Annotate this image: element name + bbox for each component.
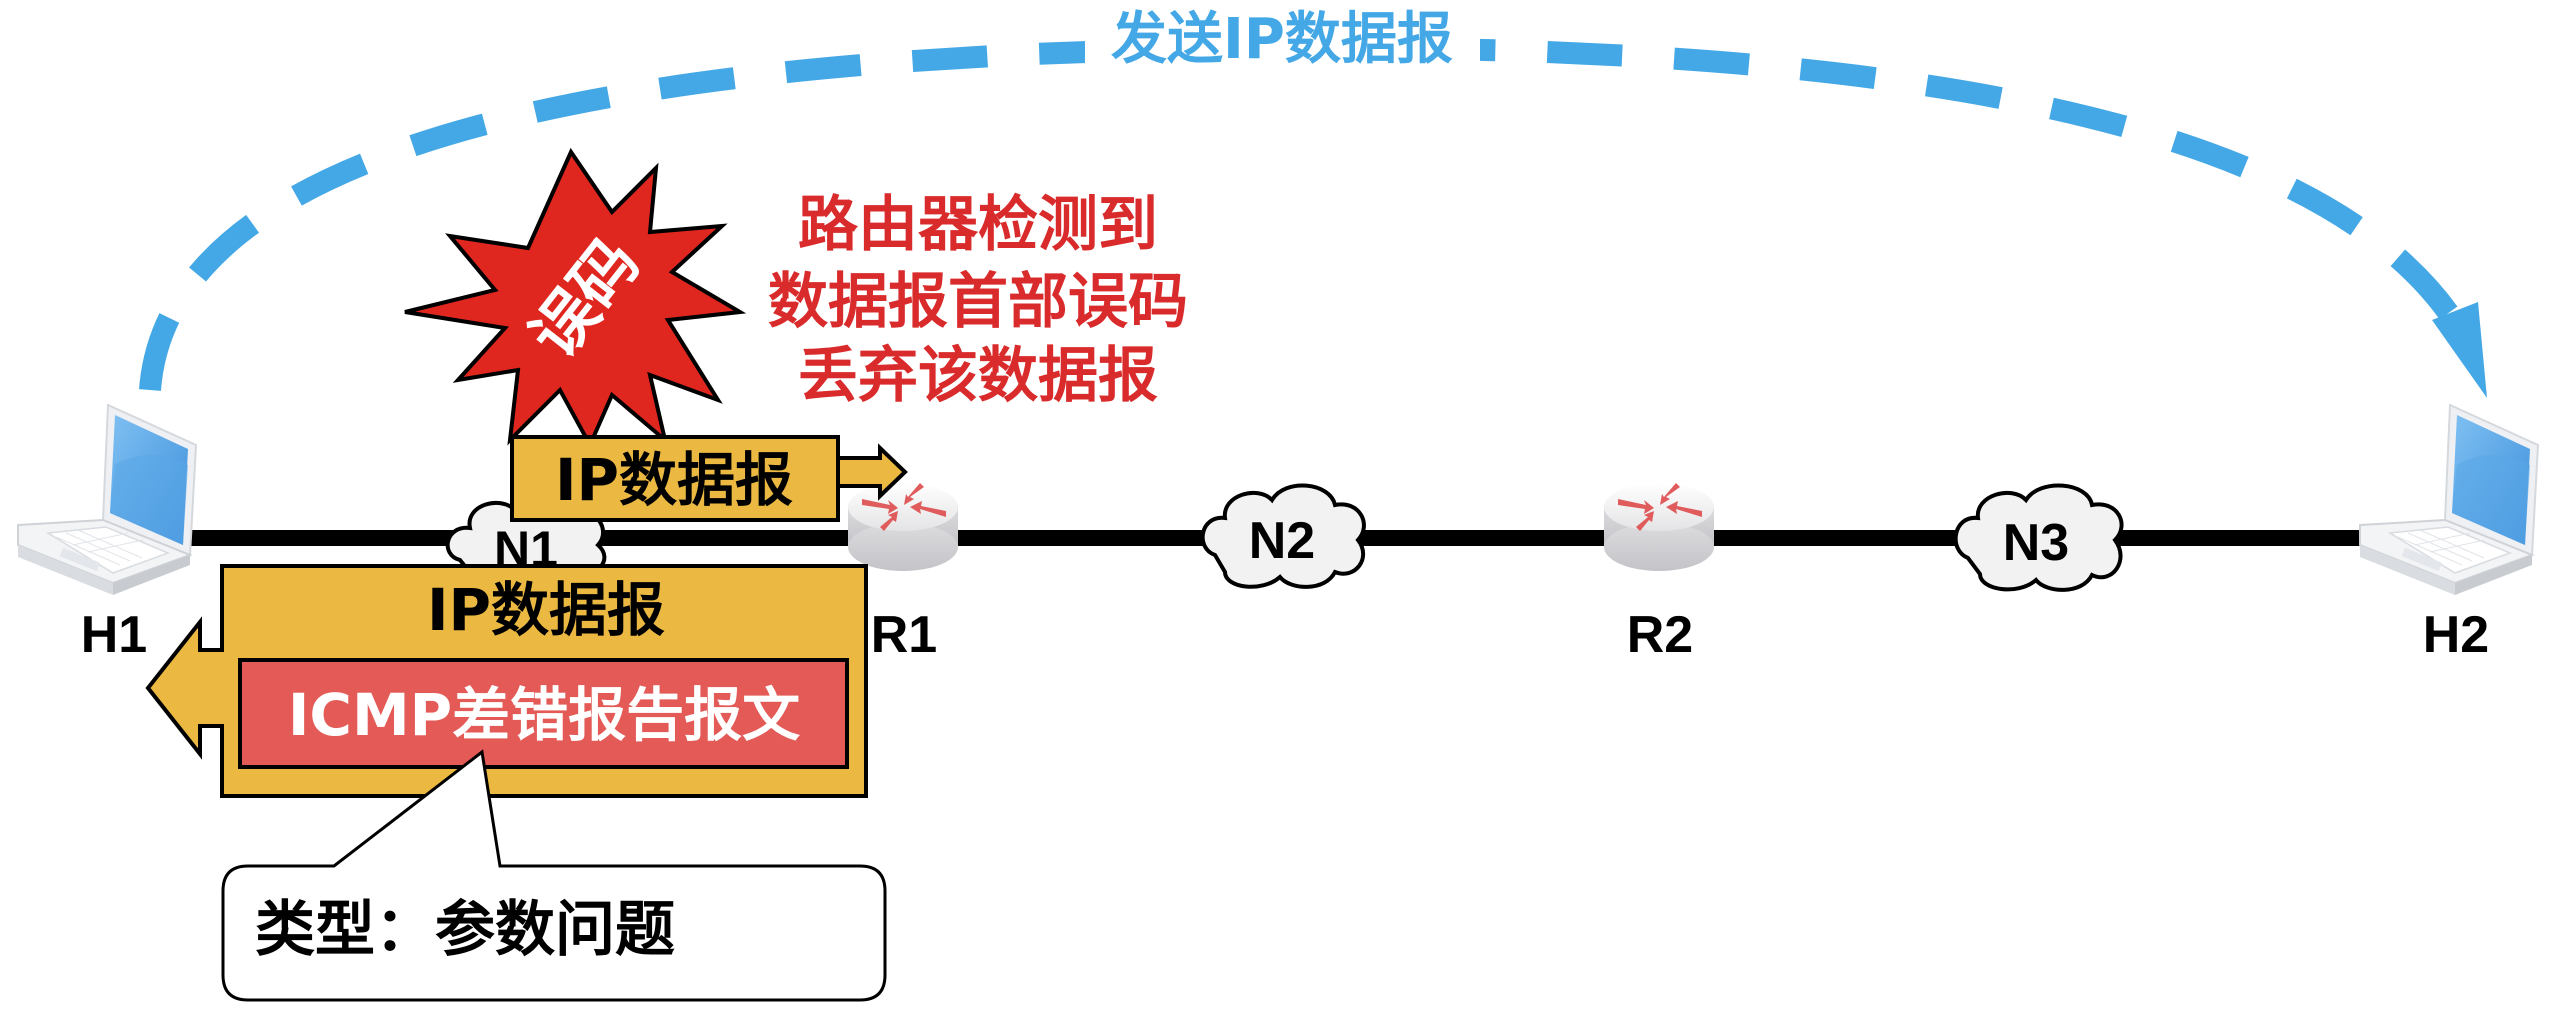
- icmp-message-label: ICMP差错报告报文: [288, 681, 800, 749]
- right-arrow-icon: [834, 443, 908, 501]
- n2-label: N2: [1249, 512, 1315, 570]
- laptop-icon: [2359, 404, 2539, 596]
- h2-label: H2: [2423, 606, 2489, 664]
- return-ip-datagram: IP数据报 ICMP差错报告报文: [145, 564, 868, 798]
- router-detection-note: 路由器检测到 数据报首部误码 丢弃该数据报: [768, 190, 1188, 411]
- error-burst: 误码: [404, 147, 747, 450]
- forward-datagram-label: IP数据报: [555, 446, 793, 514]
- return-datagram-label: IP数据报: [427, 576, 665, 644]
- cloud-icon: [1953, 483, 2124, 592]
- router-icon: [1604, 483, 1714, 571]
- r1-label: R1: [871, 606, 937, 664]
- n3-label: N3: [2003, 514, 2069, 572]
- type-callout: 类型：参数问题: [221, 749, 887, 1002]
- host-h1[interactable]: [17, 404, 197, 596]
- note-line-2: 数据报首部误码: [768, 267, 1188, 337]
- arc-arrowhead-icon: [2432, 302, 2487, 398]
- icmp-error-message: ICMP差错报告报文: [238, 658, 849, 769]
- forward-ip-datagram: IP数据报: [510, 435, 908, 522]
- laptop-icon: [17, 404, 197, 596]
- cloud-icon: [1200, 483, 1366, 589]
- explosion-icon: [404, 147, 747, 450]
- send-datagram-title: 发送IP数据报: [1111, 7, 1453, 72]
- cloud-n3[interactable]: N3: [1953, 483, 2124, 592]
- h1-label: H1: [81, 606, 147, 664]
- router-r2[interactable]: [1604, 483, 1714, 571]
- note-line-1: 路由器检测到: [798, 190, 1158, 260]
- cloud-n2[interactable]: N2: [1200, 483, 1366, 589]
- r2-label: R2: [1627, 606, 1693, 664]
- note-line-3: 丢弃该数据报: [798, 341, 1158, 411]
- router-r1[interactable]: [848, 483, 958, 571]
- host-h2[interactable]: [2359, 404, 2539, 596]
- callout-text: 类型：参数问题: [255, 895, 675, 965]
- router-icon: [848, 483, 958, 571]
